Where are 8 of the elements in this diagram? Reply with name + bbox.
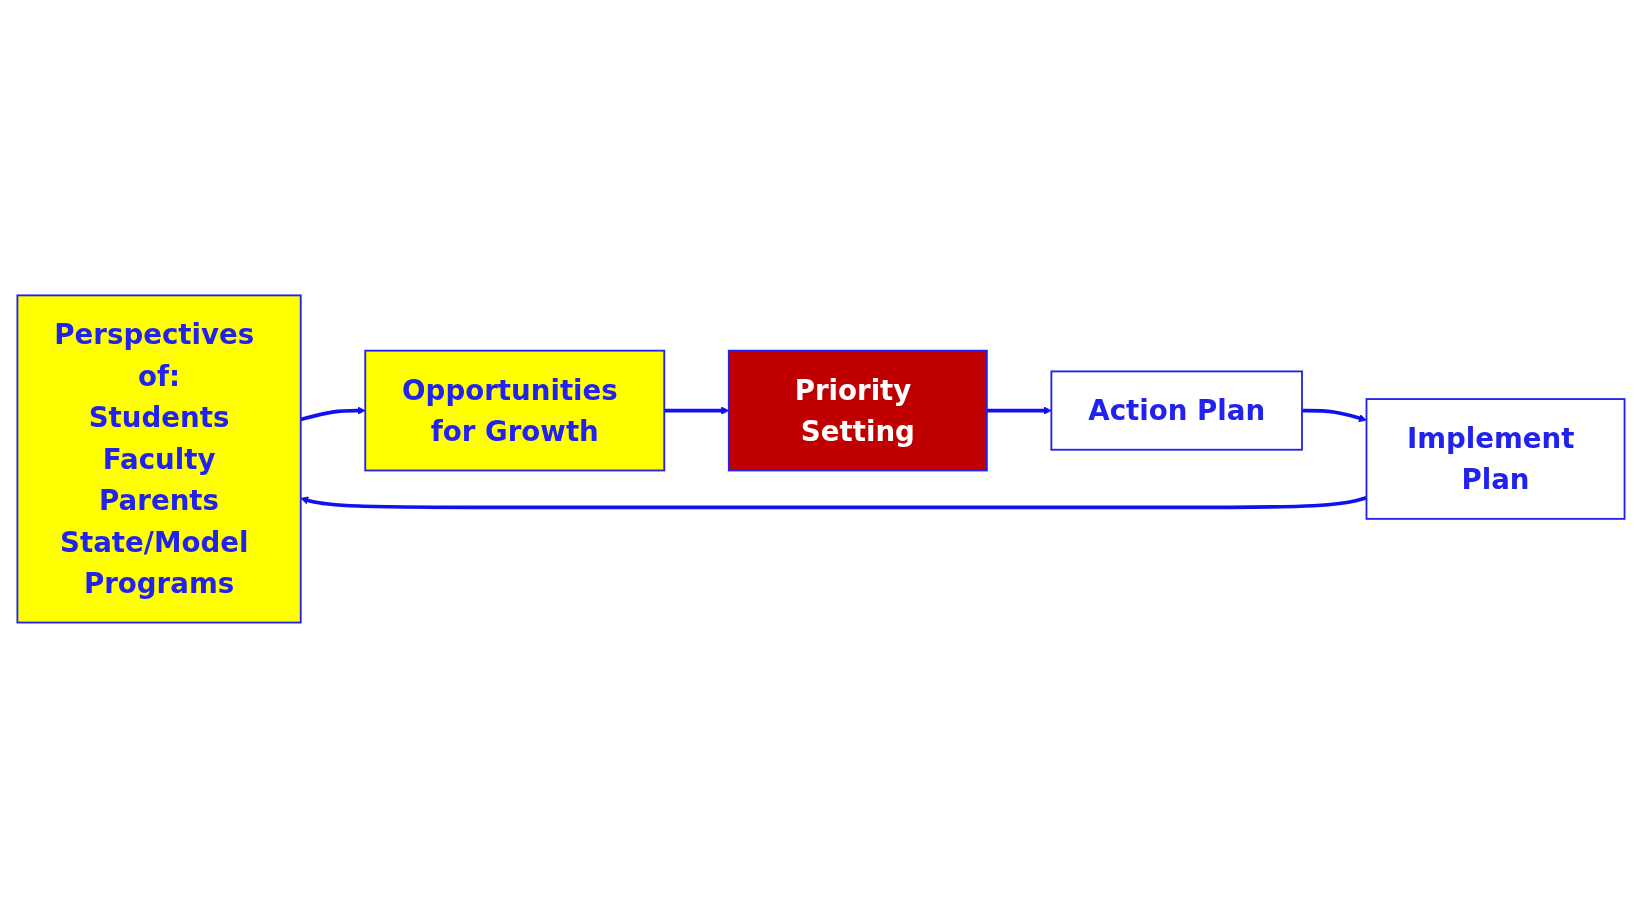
node-box: Opportunities for Growth bbox=[364, 349, 666, 471]
arrow bbox=[300, 406, 366, 421]
node-box: Implement Plan bbox=[1365, 397, 1626, 520]
arrow bbox=[1302, 408, 1367, 422]
node-box: Action Plan bbox=[1050, 370, 1303, 451]
node-box: Perspectives of: Students Faculty Parents State/Model Programs bbox=[16, 293, 302, 623]
arrow bbox=[986, 406, 1052, 415]
node-box: Priority Setting bbox=[727, 349, 988, 471]
